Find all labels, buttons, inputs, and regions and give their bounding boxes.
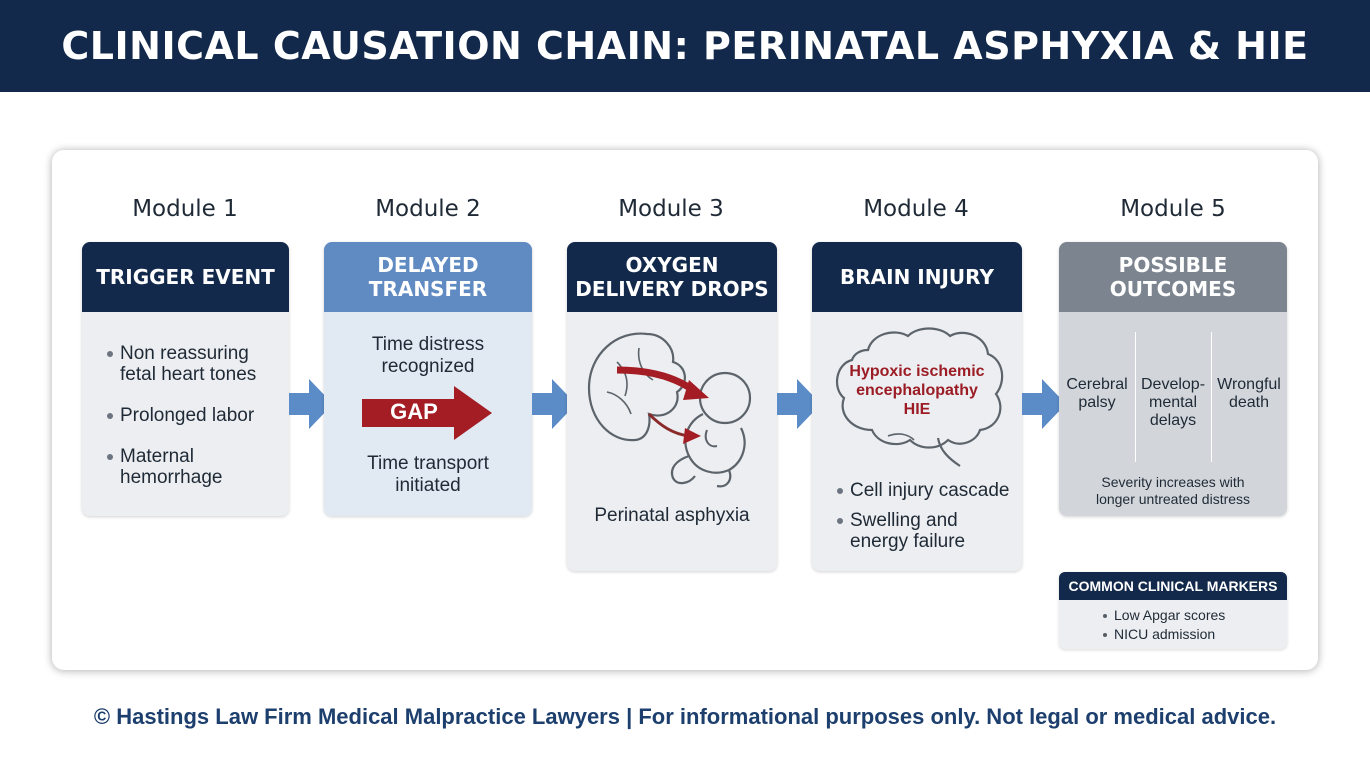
hie-line-1: Hypoxic ischemic [849, 363, 985, 380]
outcome-developmental-delays: Develop- mental delays [1136, 376, 1210, 430]
outcome-divider [1211, 332, 1212, 462]
hie-line-3: HIE [903, 401, 931, 418]
gap-label: GAP [390, 399, 438, 424]
delayed-transfer-heading: DELAYED TRANSFER [324, 242, 532, 312]
brain-icon [835, 327, 1004, 467]
list-item: Low Apgar scores [1103, 606, 1287, 625]
outcome-line: delays [1149, 412, 1197, 429]
trigger-event-list: Non reassuring fetal heart tones Prolong… [104, 343, 279, 508]
trigger-event-heading-text: TRIGGER EVENT [96, 265, 275, 289]
brain-injury-list: Cell injury cascade Swelling and energy … [834, 480, 1012, 571]
flow-arrow-icon [532, 379, 576, 429]
severity-note: Severity increases with longer untreated… [1059, 474, 1287, 508]
clinical-markers-list: Low Apgar scores NICU admission [1059, 600, 1287, 644]
flow-arrow-icon [777, 379, 821, 429]
flow-arrow-icon [1022, 379, 1066, 429]
fetus-placenta-icon [587, 332, 752, 488]
module-2-label: Module 2 [375, 196, 481, 222]
perinatal-asphyxia-caption: Perinatal asphyxia [594, 505, 750, 526]
outcome-line: death [1228, 394, 1270, 411]
list-item: Prolonged labor [104, 405, 279, 426]
outcome-line: Wrongful [1217, 376, 1281, 393]
outcome-wrongful-death: Wrongful death [1212, 376, 1286, 412]
oxygen-delivery-heading: OXYGEN DELIVERY DROPS [567, 242, 777, 312]
time-transport-text: Time transport initiated [367, 453, 489, 496]
outcome-line: Cerebral [1066, 376, 1128, 393]
outcome-cerebral-palsy: Cerebral palsy [1060, 376, 1134, 412]
outcome-divider [1135, 332, 1136, 462]
module-5-label: Module 5 [1120, 196, 1226, 222]
possible-outcomes-card: POSSIBLE OUTCOMES Severity increases wit… [1059, 242, 1287, 516]
list-item: NICU admission [1103, 625, 1287, 644]
trigger-event-heading: TRIGGER EVENT [82, 242, 289, 312]
module-1-label: Module 1 [132, 196, 238, 222]
severity-line-1: Severity increases with [1101, 474, 1245, 490]
oxygen-delivery-heading-text: OXYGEN DELIVERY DROPS [575, 253, 769, 301]
oxygen-delivery-card: OXYGEN DELIVERY DROPS Perinatal asphyxia [567, 242, 777, 571]
possible-outcomes-heading: POSSIBLE OUTCOMES [1059, 242, 1287, 312]
page-title: CLINICAL CAUSATION CHAIN: PERINATAL ASPH… [61, 24, 1309, 68]
brain-injury-heading-text: BRAIN INJURY [840, 265, 994, 289]
clinical-markers-box: COMMON CLINICAL MARKERS Low Apgar scores… [1059, 572, 1287, 649]
brain-injury-card: BRAIN INJURY Hypoxic ischemic encephalop… [812, 242, 1022, 571]
title-banner: CLINICAL CAUSATION CHAIN: PERINATAL ASPH… [0, 0, 1370, 92]
list-item: Cell injury cascade [834, 480, 1012, 501]
time-distress-text: Time distress recognized [371, 334, 485, 377]
module-4-label: Module 4 [863, 196, 969, 222]
possible-outcomes-heading-text: POSSIBLE OUTCOMES [1109, 253, 1237, 301]
outcome-line: Develop- [1140, 376, 1206, 393]
hie-line-2: encephalopathy [856, 382, 978, 399]
outcome-line: palsy [1078, 394, 1116, 411]
module-3-label: Module 3 [618, 196, 724, 222]
trigger-event-card: TRIGGER EVENT Non reassuring fetal heart… [82, 242, 289, 516]
outcome-line: mental [1148, 394, 1198, 411]
list-item: Maternal hemorrhage [104, 446, 279, 488]
footer-disclaimer: © Hastings Law Firm Medical Malpractice … [93, 704, 1277, 729]
hie-label: Hypoxic ischemic encephalopathy HIE [812, 362, 1022, 419]
list-item: Non reassuring fetal heart tones [104, 343, 279, 385]
clinical-markers-heading: COMMON CLINICAL MARKERS [1059, 572, 1287, 600]
list-item: Swelling and energy failure [834, 510, 1012, 552]
delayed-transfer-heading-text: DELAYED TRANSFER [368, 253, 488, 301]
brain-injury-heading: BRAIN INJURY [812, 242, 1022, 312]
flow-arrow-icon [289, 379, 333, 429]
gap-arrow-icon [362, 386, 492, 440]
severity-line-2: longer untreated distress [1095, 491, 1251, 507]
delayed-transfer-card: DELAYED TRANSFER Time distress recognize… [324, 242, 532, 516]
